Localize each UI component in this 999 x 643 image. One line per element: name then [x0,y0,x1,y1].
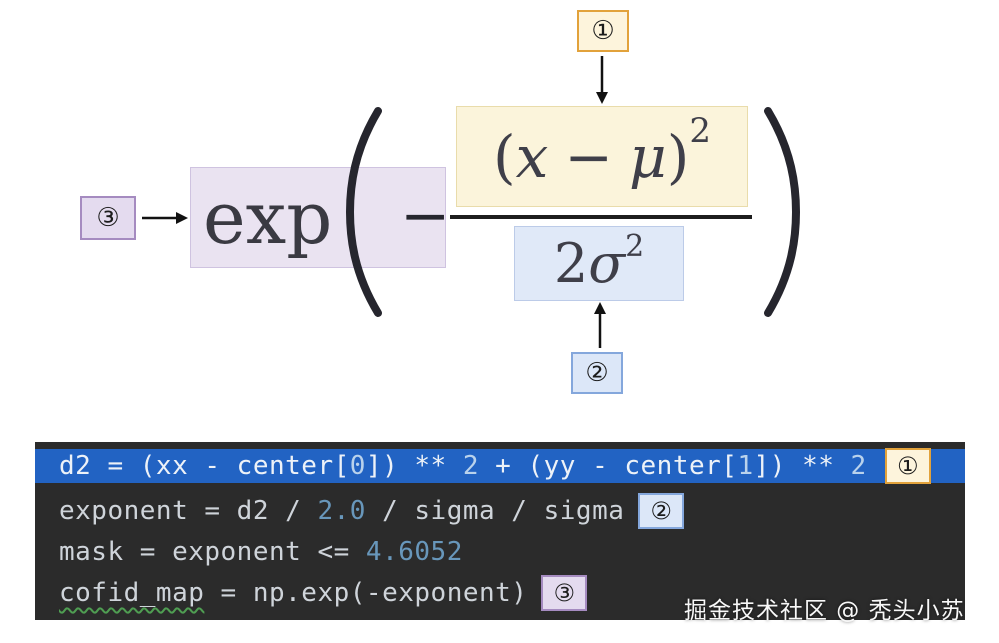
denominator-highlight-box: 2 σ 2 [514,226,684,301]
watermark: 掘金技术社区 @ 秃头小苏 [684,598,965,624]
code-text: + (yy - center[ [479,451,738,481]
annotation-badge-2-label: ② [585,358,609,388]
close-paren-glyph [764,107,801,317]
numerator-exponent: 2 [689,111,711,151]
code-annotation-badge-1: ① [885,448,931,484]
numerator-open-paren: ( [493,122,516,191]
code-number: 1 [737,451,754,481]
code-text: d2 = (xx - center[ [59,451,350,481]
annotation-badge-3: ③ [80,196,136,240]
code-number: 2.0 [317,496,366,526]
code-text: ]) ** [753,451,851,481]
code-annotation-badge-3: ③ [541,575,588,611]
code-line: mask = exponent <= 4.6052 [35,535,965,569]
exp-highlight-box: exp [190,167,446,268]
code-text: = np.exp(-exponent) [204,578,528,608]
annotation-badge-1: ① [577,10,629,52]
code-number: 4.6052 [365,537,463,567]
arrow-down-icon [596,56,608,104]
denominator-sigma: σ [588,232,626,295]
code-text: mask = exponent <= [59,537,366,567]
numerator-highlight-box: ( x − μ ) 2 [456,106,748,207]
code-line-selected: d2 = (xx - center[0]) ** 2 + (yy - cente… [35,448,965,484]
denominator-exponent: 2 [625,229,645,264]
code-identifier-underlined: cofid_map [59,578,205,608]
code-line: exponent = d2 / 2.0 / sigma / sigma ② [35,493,965,529]
code-number: 2 [850,451,867,481]
annotation-badge-1-label: ① [591,16,615,46]
fraction-bar [450,215,752,219]
code-text: ]) ** [365,451,463,481]
code-annotation-badge-2: ② [638,493,685,529]
annotation-badge-2: ② [571,352,623,394]
minus-sign: − [400,181,451,251]
code-number: 0 [349,451,366,481]
exp-function-text: exp [203,175,333,260]
numerator-minus: − [564,122,613,191]
code-annotation-badge-1-label: ① [896,452,919,480]
denominator-coefficient: 2 [553,232,589,295]
code-editor-block: d2 = (xx - center[0]) ** 2 + (yy - cente… [35,442,965,620]
code-annotation-badge-3-label: ③ [553,579,576,607]
open-paren-glyph [345,107,382,317]
annotation-badge-3-label: ③ [96,203,120,233]
numerator-close-paren: ) [666,122,690,191]
numerator-mu: μ [628,122,667,191]
numerator-x: x [515,122,549,191]
arrow-right-icon [142,212,188,224]
code-text: exponent = d2 / [59,496,318,526]
code-number: 2 [462,451,479,481]
arrow-up-icon [594,302,606,348]
code-annotation-badge-2-label: ② [650,497,673,525]
code-text: / sigma / sigma [365,496,625,526]
code-line: cofid_map = np.exp(-exponent) ③ [35,575,965,611]
